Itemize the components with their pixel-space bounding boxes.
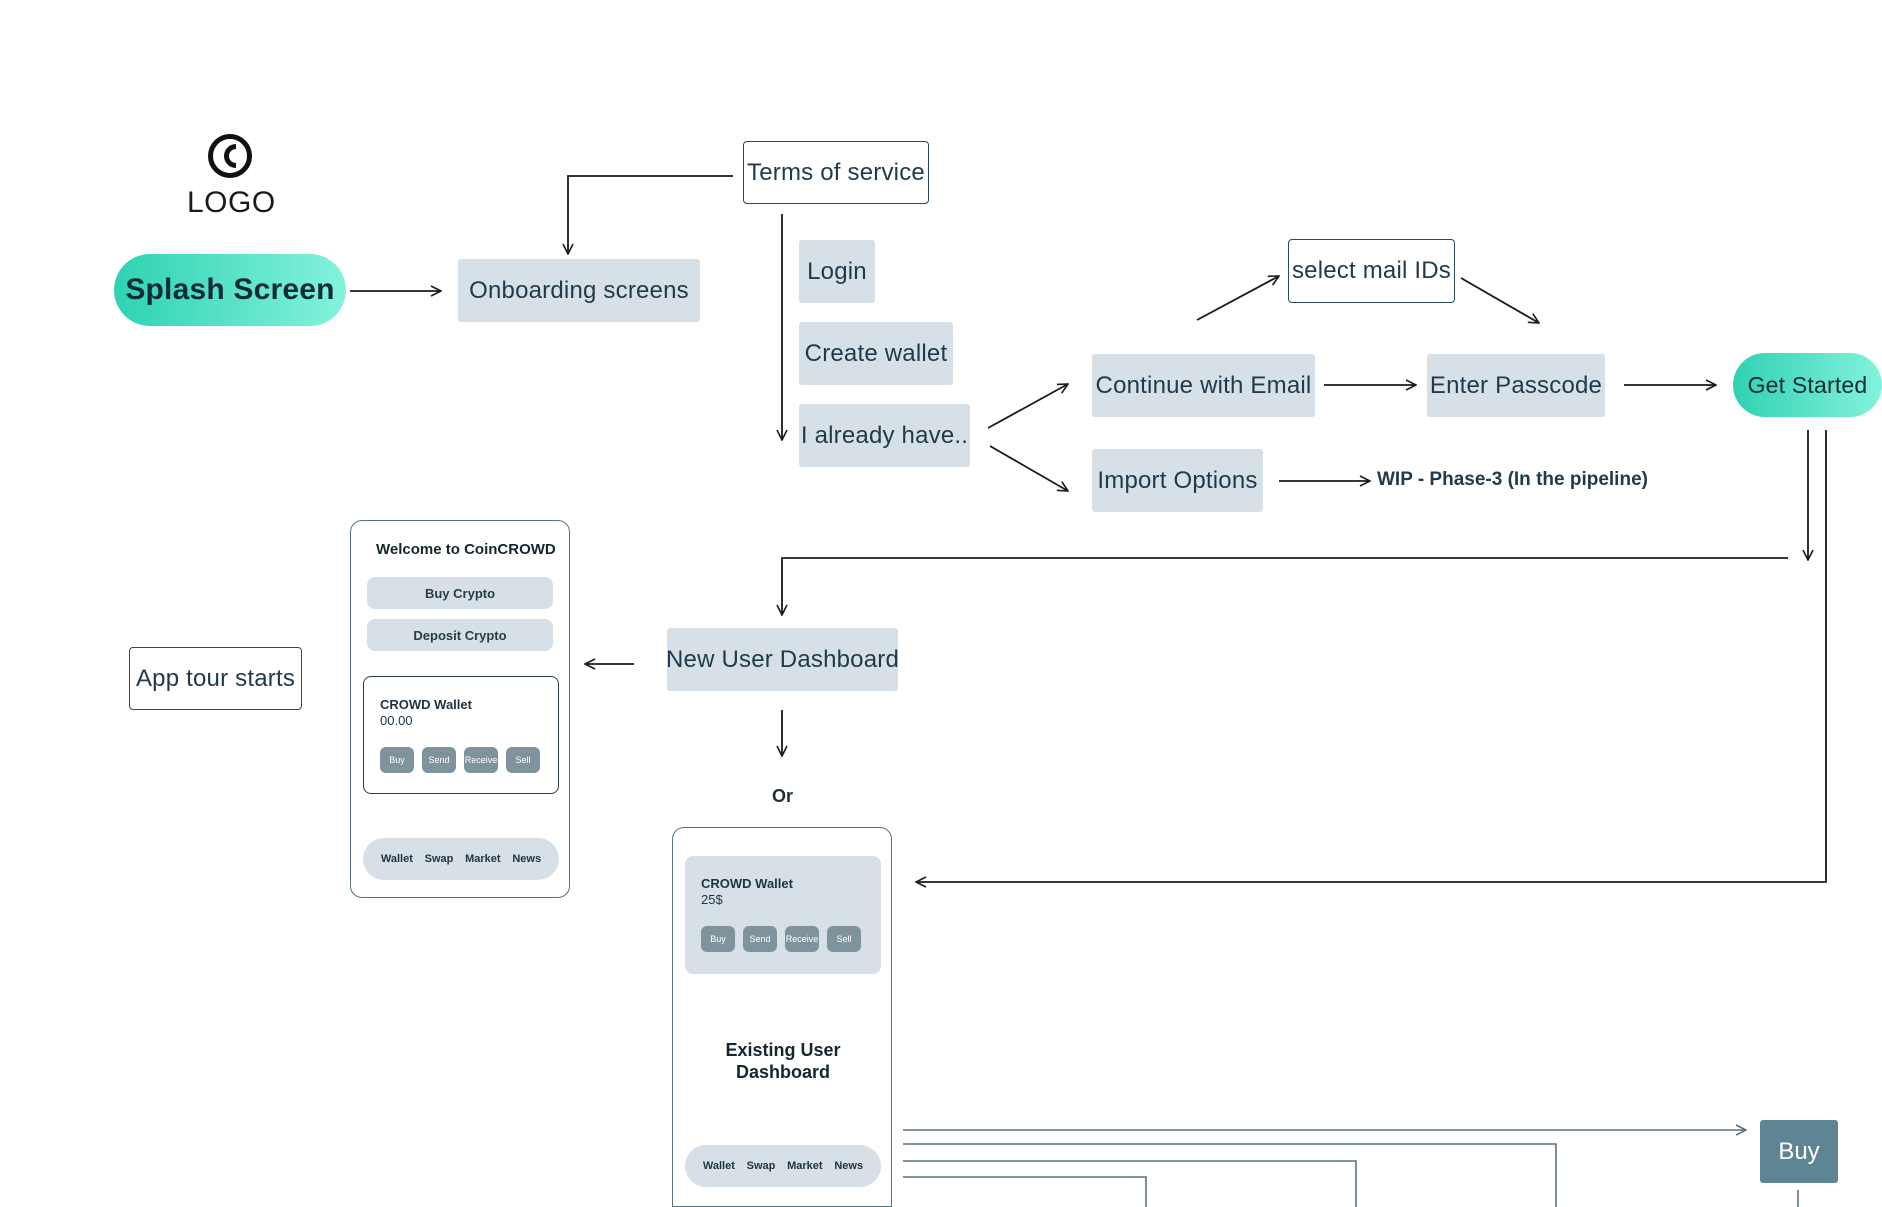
logo-text: LOGO [187, 186, 276, 219]
tab-news[interactable]: News [834, 1160, 864, 1172]
wip-phase-3-label: WIP - Phase-3 (In the pipeline) [1377, 469, 1648, 490]
continue-with-email-node[interactable]: Continue with Email [1092, 354, 1315, 417]
wallet-balance: 25$ [701, 892, 723, 907]
app-tour-starts-node[interactable]: App tour starts [129, 647, 302, 710]
tab-wallet[interactable]: Wallet [380, 853, 413, 865]
wallet-receive-button[interactable]: Receive [464, 747, 498, 773]
wallet-balance: 00.00 [380, 713, 413, 728]
bottom-tab-bar: Wallet Swap Market News [363, 838, 559, 880]
get-started-node[interactable]: Get Started [1733, 353, 1882, 417]
wallet-receive-button[interactable]: Receive [785, 926, 819, 952]
welcome-title: Welcome to CoinCROWD [376, 541, 556, 558]
splash-screen-node[interactable]: Splash Screen [114, 254, 346, 326]
wallet-send-button[interactable]: Send [422, 747, 456, 773]
select-mail-ids-node[interactable]: select mail IDs [1288, 239, 1455, 303]
tab-wallet[interactable]: Wallet [702, 1160, 735, 1172]
tab-swap[interactable]: Swap [424, 853, 454, 865]
create-wallet-node[interactable]: Create wallet [799, 322, 953, 385]
tab-market[interactable]: Market [787, 1160, 823, 1172]
label-line-2: Dashboard [735, 1062, 831, 1082]
tab-market[interactable]: Market [465, 853, 501, 865]
tab-swap[interactable]: Swap [746, 1160, 776, 1172]
label-line-1: Existing User [725, 1040, 841, 1060]
wallet-name: CROWD Wallet [701, 876, 793, 891]
wallet-sell-button[interactable]: Sell [506, 747, 540, 773]
onboarding-screens-node[interactable]: Onboarding screens [458, 259, 700, 322]
or-label: Or [772, 786, 794, 806]
wallet-name: CROWD Wallet [380, 697, 472, 712]
buy-node[interactable]: Buy [1760, 1120, 1838, 1183]
new-user-dashboard-node[interactable]: New User Dashboard [666, 628, 899, 691]
wallet-card: CROWD Wallet 25$ Buy Send Receive Sell [685, 856, 881, 974]
bottom-tab-bar: Wallet Swap Market News [685, 1145, 881, 1187]
c-circle-logo-icon [208, 134, 252, 178]
wallet-send-button[interactable]: Send [743, 926, 777, 952]
deposit-crypto-button[interactable]: Deposit Crypto [367, 619, 553, 651]
wallet-card: CROWD Wallet 00.00 Buy Send Receive Sell [363, 676, 559, 794]
new-user-phone-mockup: Welcome to CoinCROWD Buy Crypto Deposit … [350, 520, 570, 898]
terms-of-service-node[interactable]: Terms of service [743, 141, 929, 204]
buy-crypto-button[interactable]: Buy Crypto [367, 577, 553, 609]
import-options-node[interactable]: Import Options [1092, 449, 1263, 512]
existing-user-dashboard-label: Existing User Dashboard [673, 1039, 893, 1083]
existing-user-phone-mockup: CROWD Wallet 25$ Buy Send Receive Sell E… [672, 827, 892, 1207]
tab-news[interactable]: News [512, 853, 542, 865]
i-already-have-node[interactable]: I already have.. [799, 404, 970, 467]
wallet-sell-button[interactable]: Sell [827, 926, 861, 952]
enter-passcode-node[interactable]: Enter Passcode [1427, 354, 1605, 417]
login-node[interactable]: Login [799, 240, 875, 303]
wallet-buy-button[interactable]: Buy [380, 747, 414, 773]
wallet-buy-button[interactable]: Buy [701, 926, 735, 952]
